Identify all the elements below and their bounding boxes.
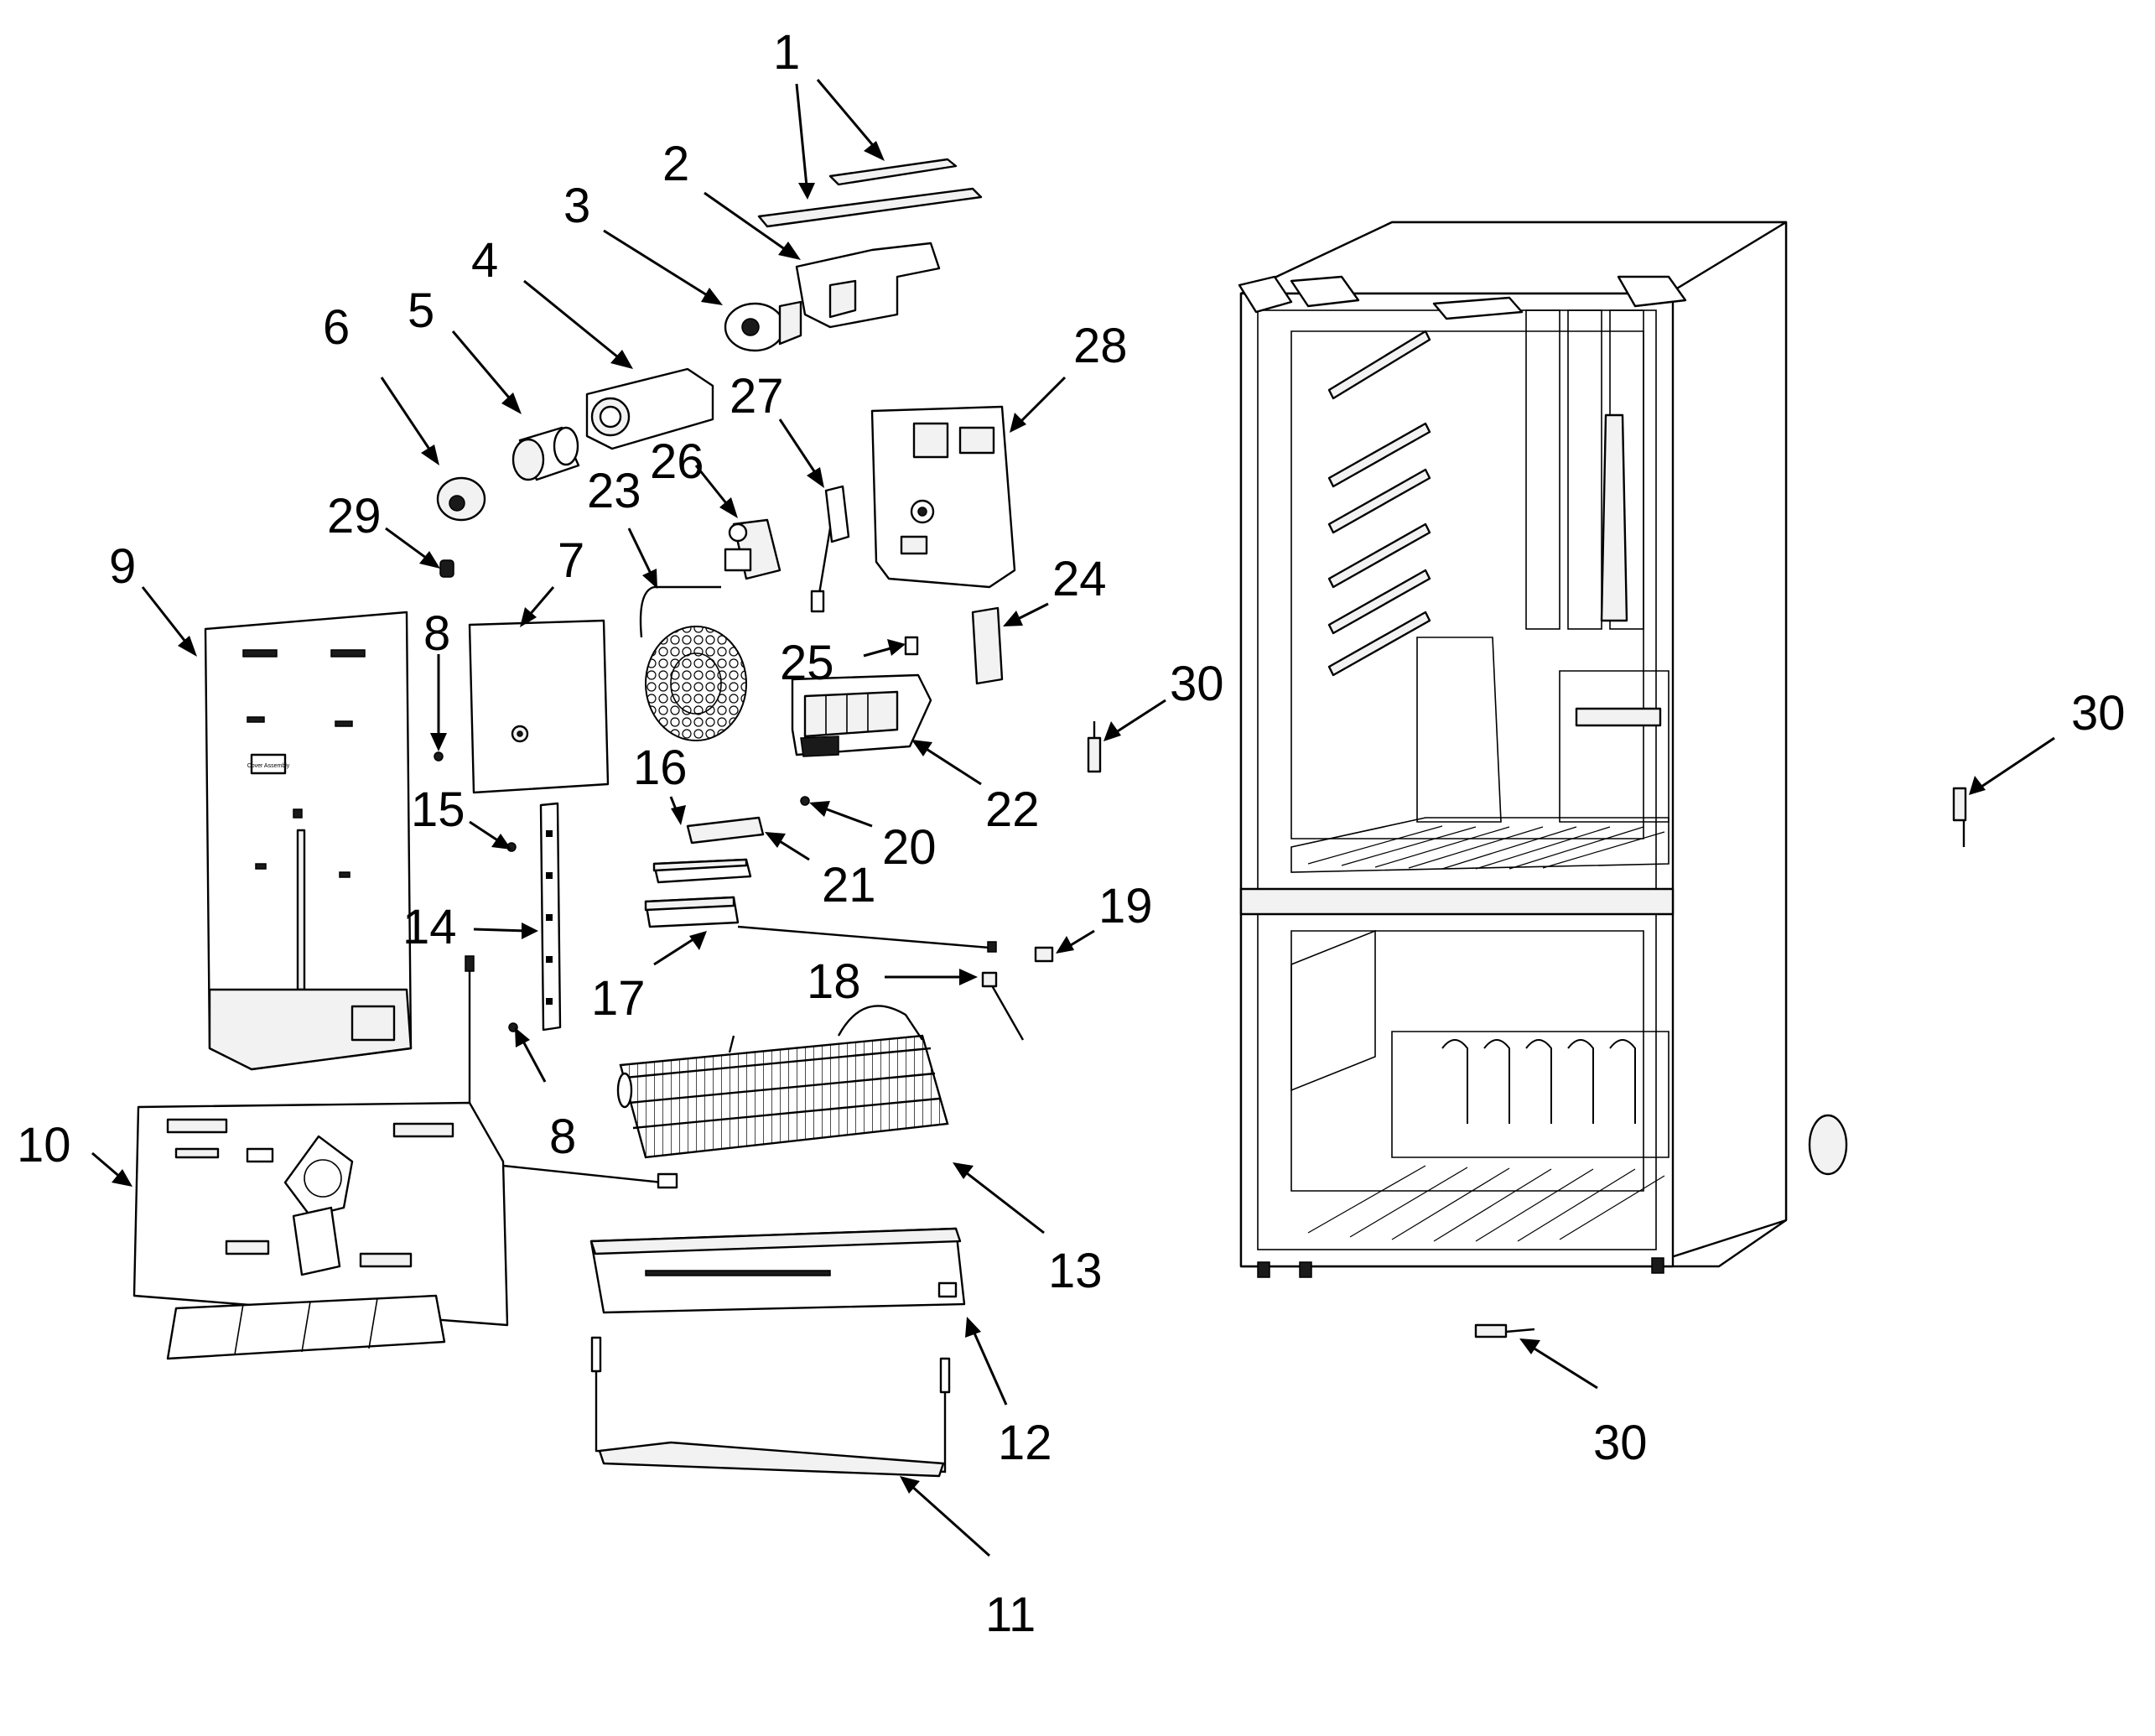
drain-pan	[589, 1227, 966, 1314]
callout-arrows	[91, 79, 2055, 1557]
callout-labels: 1 2 3 4 5 6 7 8 8 9 10 11 12 13 14 15 16…	[17, 25, 2126, 1642]
callout-17: 17	[591, 971, 646, 1026]
callout-21: 21	[822, 858, 876, 912]
callout-6: 6	[323, 300, 350, 355]
air-duct	[795, 242, 941, 329]
callout-8a: 8	[423, 606, 450, 661]
callout-28: 28	[1073, 319, 1128, 373]
sensor-bottom	[1474, 1323, 1535, 1338]
callout-22: 22	[985, 782, 1040, 837]
switch-bracket	[971, 606, 1004, 685]
water-valve	[724, 518, 782, 580]
callout-18: 18	[807, 954, 861, 1009]
temperature-probe	[981, 971, 1025, 1041]
callout-16: 16	[633, 741, 688, 795]
callout-9: 9	[109, 539, 136, 594]
callout-14: 14	[402, 900, 457, 954]
light-lens-lower	[652, 858, 752, 884]
top-trim-rail-upper	[828, 158, 958, 186]
callout-12: 12	[998, 1416, 1052, 1470]
light-lens-upper	[686, 816, 765, 845]
refrigerator-cabinet	[1238, 221, 1848, 1278]
callout-4: 4	[471, 233, 498, 288]
callout-23: 23	[587, 464, 641, 518]
ice-maker-assembly	[791, 673, 932, 757]
callout-30b: 30	[2071, 686, 2126, 741]
callout-7: 7	[558, 533, 584, 588]
screw-upper	[434, 751, 444, 761]
callout-24: 24	[1052, 552, 1107, 606]
callout-30a: 30	[1170, 657, 1224, 711]
fan-sleeve	[511, 426, 580, 481]
grommet	[439, 559, 454, 578]
defrost-thermostat-bracket	[539, 802, 562, 1032]
fan-bracket-assembly	[132, 1101, 509, 1360]
callout-29: 29	[327, 489, 382, 543]
callout-13: 13	[1048, 1244, 1103, 1298]
tubing-coil	[639, 585, 747, 741]
callout-15: 15	[411, 782, 465, 837]
callout-2: 2	[662, 137, 689, 191]
callout-30c: 30	[1593, 1416, 1648, 1470]
callout-19: 19	[1098, 879, 1153, 933]
callout-26: 26	[650, 434, 704, 489]
callout-11: 11	[985, 1588, 1036, 1642]
callout-8b: 8	[549, 1110, 576, 1164]
callout-1: 1	[773, 25, 800, 80]
wire-connector	[1034, 946, 1054, 963]
defrost-heater	[590, 1336, 951, 1478]
evaporator-cover-panel: Cover Assembly	[204, 611, 413, 1071]
top-trim-rail-lower	[757, 187, 983, 228]
sensor-right	[1952, 787, 1967, 847]
callout-27: 27	[730, 369, 784, 424]
clip	[904, 636, 919, 656]
callout-25: 25	[780, 636, 834, 690]
callout-3: 3	[563, 179, 590, 233]
fan-blade	[436, 476, 486, 522]
panel-label: Cover Assembly	[247, 763, 290, 769]
evaporator	[616, 1005, 949, 1159]
screw-20	[800, 796, 810, 806]
damper-motor	[724, 300, 802, 352]
fan-housing-tube	[585, 367, 714, 450]
control-board-housing	[870, 405, 1016, 589]
cover-plate	[468, 619, 610, 794]
callout-10: 10	[17, 1118, 71, 1172]
sensor-wire	[810, 485, 850, 613]
sensor-mid	[1087, 721, 1102, 773]
light-housing	[644, 896, 997, 953]
callout-20: 20	[882, 820, 937, 875]
callout-5: 5	[408, 283, 434, 338]
